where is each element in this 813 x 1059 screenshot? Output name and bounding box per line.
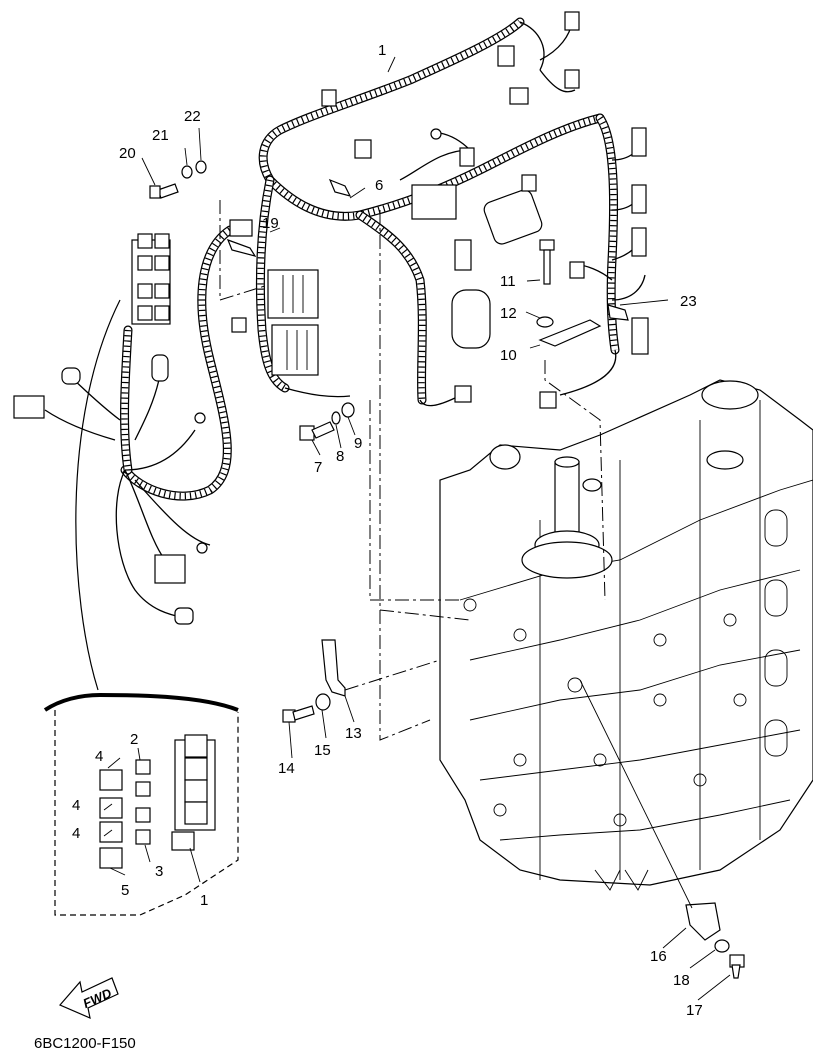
harness-connectors [13,11,649,625]
callout-4c: 4 [72,825,80,842]
callout-2: 2 [130,731,138,748]
callout-14: 14 [278,760,295,777]
callout-8: 8 [336,448,344,465]
small-parts [149,160,745,979]
callout-1-inset: 1 [200,892,208,909]
callout-labels: 1 1 2 3 4 4 4 5 6 7 8 9 10 11 12 13 14 1… [34,42,703,1052]
leader-lines [141,56,731,1001]
callout-12: 12 [500,305,517,322]
callout-16: 16 [650,948,667,965]
callout-20: 20 [119,145,136,162]
callout-5: 5 [121,882,129,899]
callout-3: 3 [155,863,163,880]
callout-23: 23 [680,293,697,310]
callout-17: 17 [686,1002,703,1019]
callout-4b: 4 [72,797,80,814]
wire-harness [44,17,646,619]
detail-inset [43,299,239,916]
callout-13: 13 [345,725,362,742]
callout-21: 21 [152,127,169,144]
engine-block [439,379,813,891]
fwd-arrow [59,977,119,1020]
callout-18: 18 [673,972,690,989]
diagram-code: 6BC1200-F150 [34,1035,136,1052]
callout-15: 15 [314,742,331,759]
callout-9: 9 [354,435,362,452]
callout-19: 19 [262,215,279,232]
fwd-label: FWD [81,985,115,1011]
callout-1: 1 [378,42,386,59]
callout-11: 11 [500,273,516,290]
callout-10: 10 [500,347,517,364]
callout-7: 7 [314,459,322,476]
callout-4a: 4 [95,748,103,765]
callout-6: 6 [375,177,383,194]
callout-22: 22 [184,108,201,125]
